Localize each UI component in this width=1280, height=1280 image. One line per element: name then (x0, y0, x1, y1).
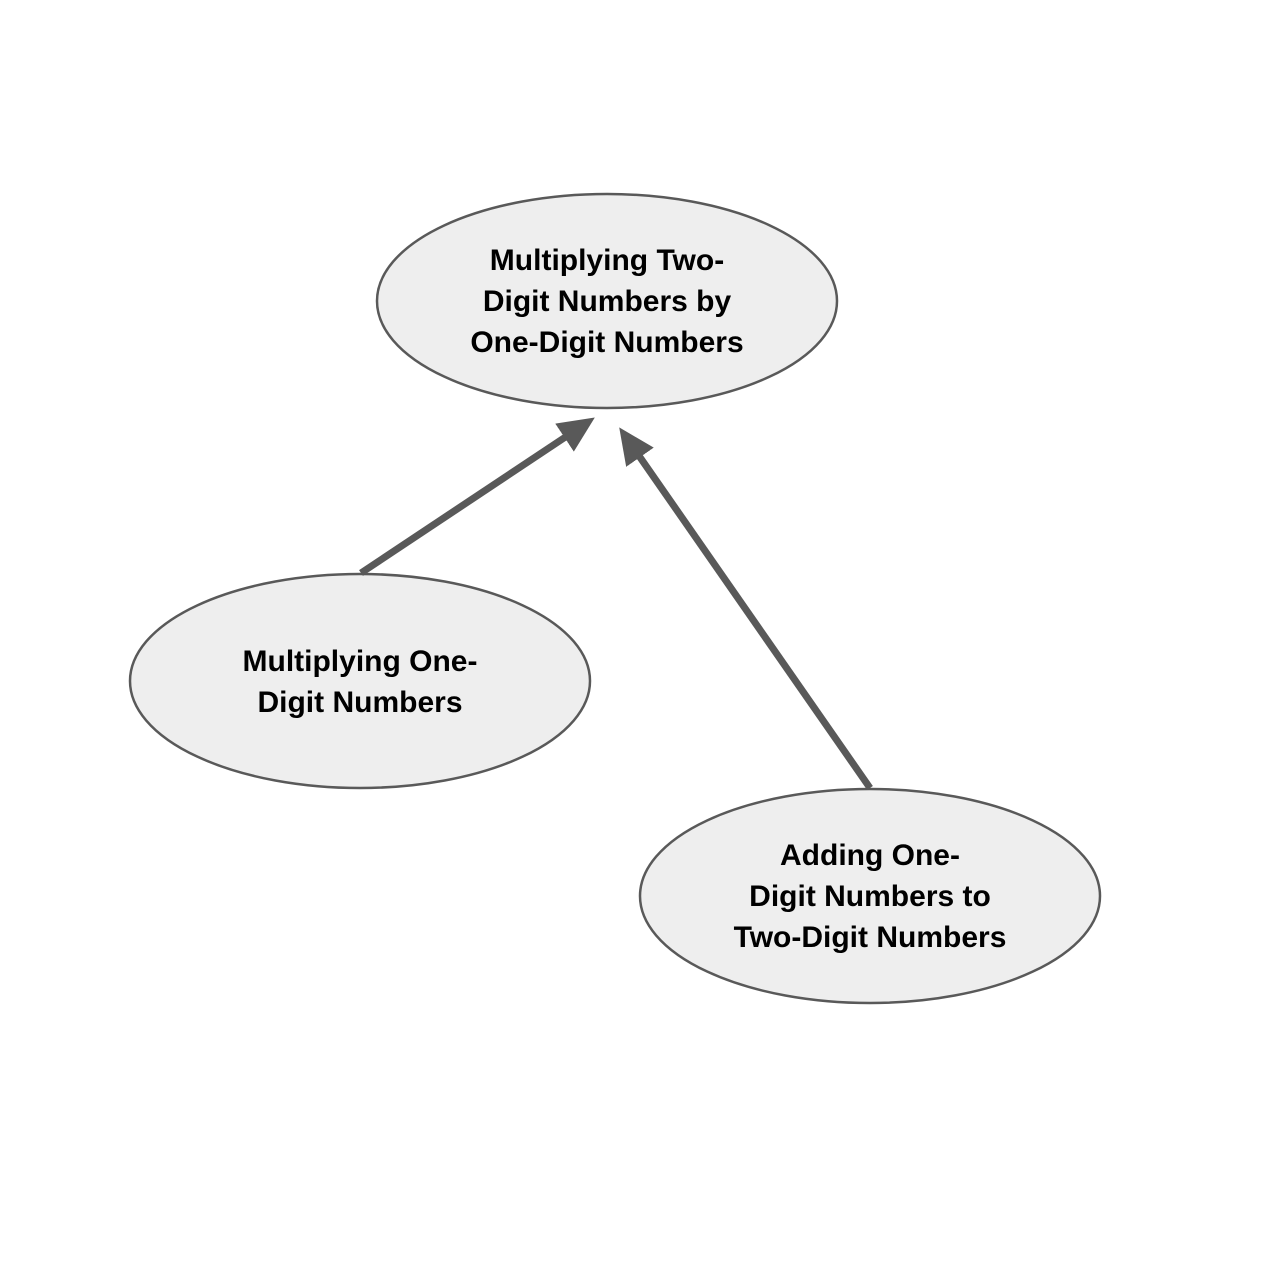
node-top-ellipse[interactable] (375, 192, 839, 410)
node-left-line2: Digit Numbers (257, 686, 463, 719)
node-top-label: Multiplying Two- Digit Numbers by One-Di… (407, 240, 807, 363)
node-top-line1: Multiplying Two- (489, 244, 725, 277)
node-top-line3: One-Digit Numbers (470, 326, 744, 359)
node-top-line2: Digit Numbers by (482, 285, 732, 318)
node-left-line1: Multiplying One- (242, 645, 478, 678)
arrow-left-to-top (359, 417, 595, 576)
node-right-line1: Adding One- (780, 839, 960, 872)
node-right-label: Adding One- Digit Numbers to Two-Digit N… (670, 835, 1070, 958)
node-left-label: Multiplying One- Digit Numbers (160, 641, 560, 723)
arrow-right-to-top (619, 427, 873, 790)
node-right-line3: Two-Digit Numbers (733, 921, 1007, 954)
node-right-ellipse[interactable] (638, 787, 1102, 1005)
node-right-line2: Digit Numbers to (749, 880, 991, 913)
node-left-ellipse[interactable] (128, 572, 592, 790)
